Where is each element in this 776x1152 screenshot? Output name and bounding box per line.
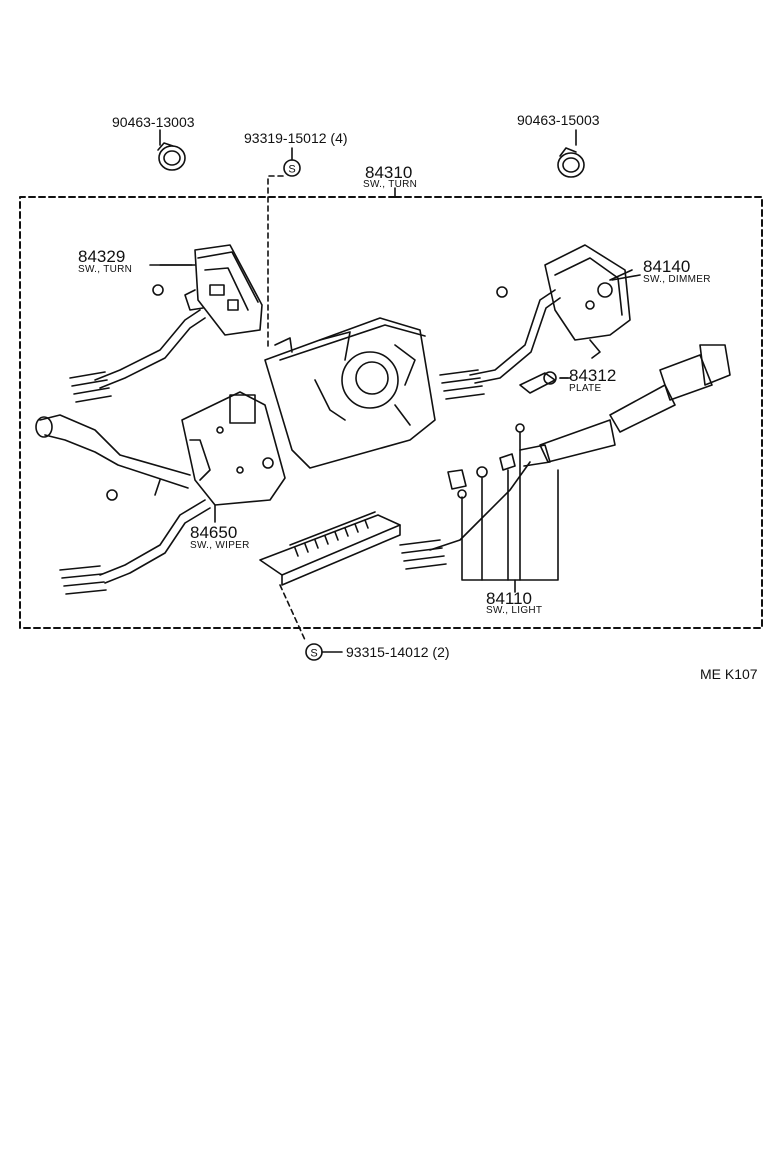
part-desc-84650: SW., WIPER <box>190 540 250 551</box>
light-switch-lever-84110 <box>399 344 731 593</box>
part-number-screw-top: 93319-15012 (4) <box>244 130 348 146</box>
plate-84312 <box>519 371 571 394</box>
part-desc-84312: PLATE <box>569 383 602 394</box>
screw-symbol-bottom-letter: S <box>310 648 317 660</box>
screw-symbol-top-letter: S <box>288 164 295 176</box>
part-number-clamp-right: 90463-15003 <box>517 112 600 128</box>
part-number-84650: 84650 <box>190 523 238 542</box>
wiper-switch-84650 <box>35 391 286 595</box>
assembly-boundary <box>19 196 763 629</box>
connector-block <box>259 511 401 641</box>
hose-clamp-right <box>557 129 585 178</box>
part-number-84329: 84329 <box>78 247 126 266</box>
turn-switch-housing-84310 <box>264 317 436 469</box>
part-desc-84140: SW., DIMMER <box>643 274 711 285</box>
part-number-clamp-left: 90463-13003 <box>112 114 195 130</box>
hose-clamp-left <box>157 129 186 171</box>
part-number-screw-bottom: 93315-14012 (2) <box>346 644 450 660</box>
part-number-84140: 84140 <box>643 257 691 276</box>
part-desc-84310: SW., TURN <box>363 179 418 190</box>
part-number-84310: 84310 <box>365 163 413 182</box>
part-desc-84110: SW., LIGHT <box>486 605 543 616</box>
dimmer-switch-84140 <box>439 244 641 400</box>
part-number-84312: 84312 <box>569 366 617 385</box>
diagram-code: ME K107 <box>700 666 758 682</box>
part-desc-84329: SW., TURN <box>78 264 133 275</box>
part-number-84110: 84110 <box>486 589 533 608</box>
